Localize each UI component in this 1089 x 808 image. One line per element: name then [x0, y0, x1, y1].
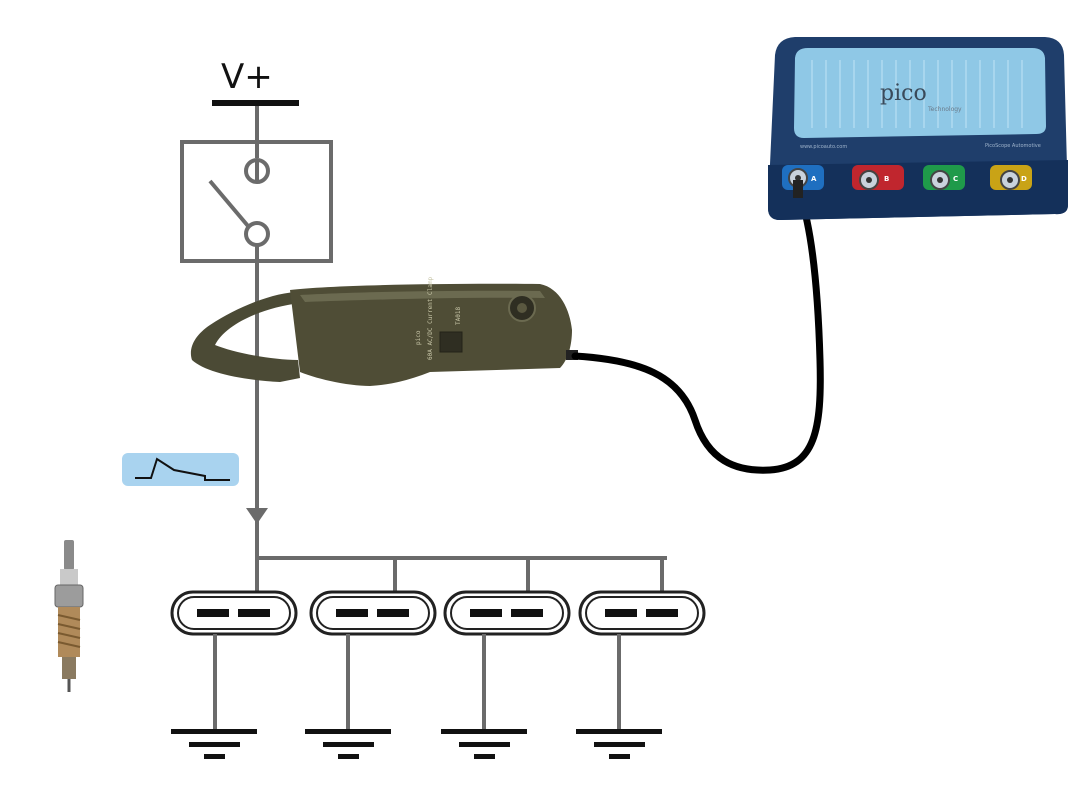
spark-plug-icon [54, 540, 84, 692]
current-clamp: pico TA018 60A AC/DC Current Clamp [190, 277, 578, 386]
current-direction-arrow-icon [246, 508, 268, 524]
supply-terminal: V+ [212, 57, 299, 106]
ignition-coil-2 [309, 590, 437, 636]
channel-a-label: A [811, 175, 817, 183]
channel-d-label: D [1021, 175, 1027, 183]
ground-symbol-2 [305, 634, 391, 759]
supply-label: V+ [221, 57, 273, 97]
coil-group [170, 590, 706, 636]
scope-brand: pico [880, 81, 927, 106]
ignition-coil-3 [443, 590, 571, 636]
channel-d-input: D [990, 165, 1032, 190]
channel-b-input: B [852, 165, 904, 190]
scope-url: www.picoauto.com [800, 144, 847, 150]
channel-c-label: C [953, 175, 958, 183]
supply-bar [212, 100, 299, 106]
clamp-description: 60A AC/DC Current Clamp [427, 277, 434, 360]
ground-symbol-4 [576, 634, 662, 759]
probe-plug [793, 180, 803, 198]
channel-c-input: C [923, 165, 965, 190]
ignition-coil-1 [170, 590, 298, 636]
ignition-switch [180, 140, 333, 263]
channel-b-label: B [884, 175, 889, 183]
oscilloscope: pico Technology www.picoauto.com PicoSco… [768, 37, 1068, 220]
clamp-model: TA018 [455, 307, 462, 325]
clamp-brand: pico [415, 330, 422, 345]
scope-model: PicoScope Automotive [985, 143, 1041, 149]
probe-cable [571, 191, 824, 474]
ignition-coil-4 [578, 590, 706, 636]
ground-group [171, 634, 662, 759]
ground-symbol-3 [441, 634, 527, 759]
current-ramp-waveform-icon [122, 453, 239, 486]
scope-brand-sub: Technology [927, 106, 962, 113]
ground-symbol-1 [171, 634, 257, 759]
